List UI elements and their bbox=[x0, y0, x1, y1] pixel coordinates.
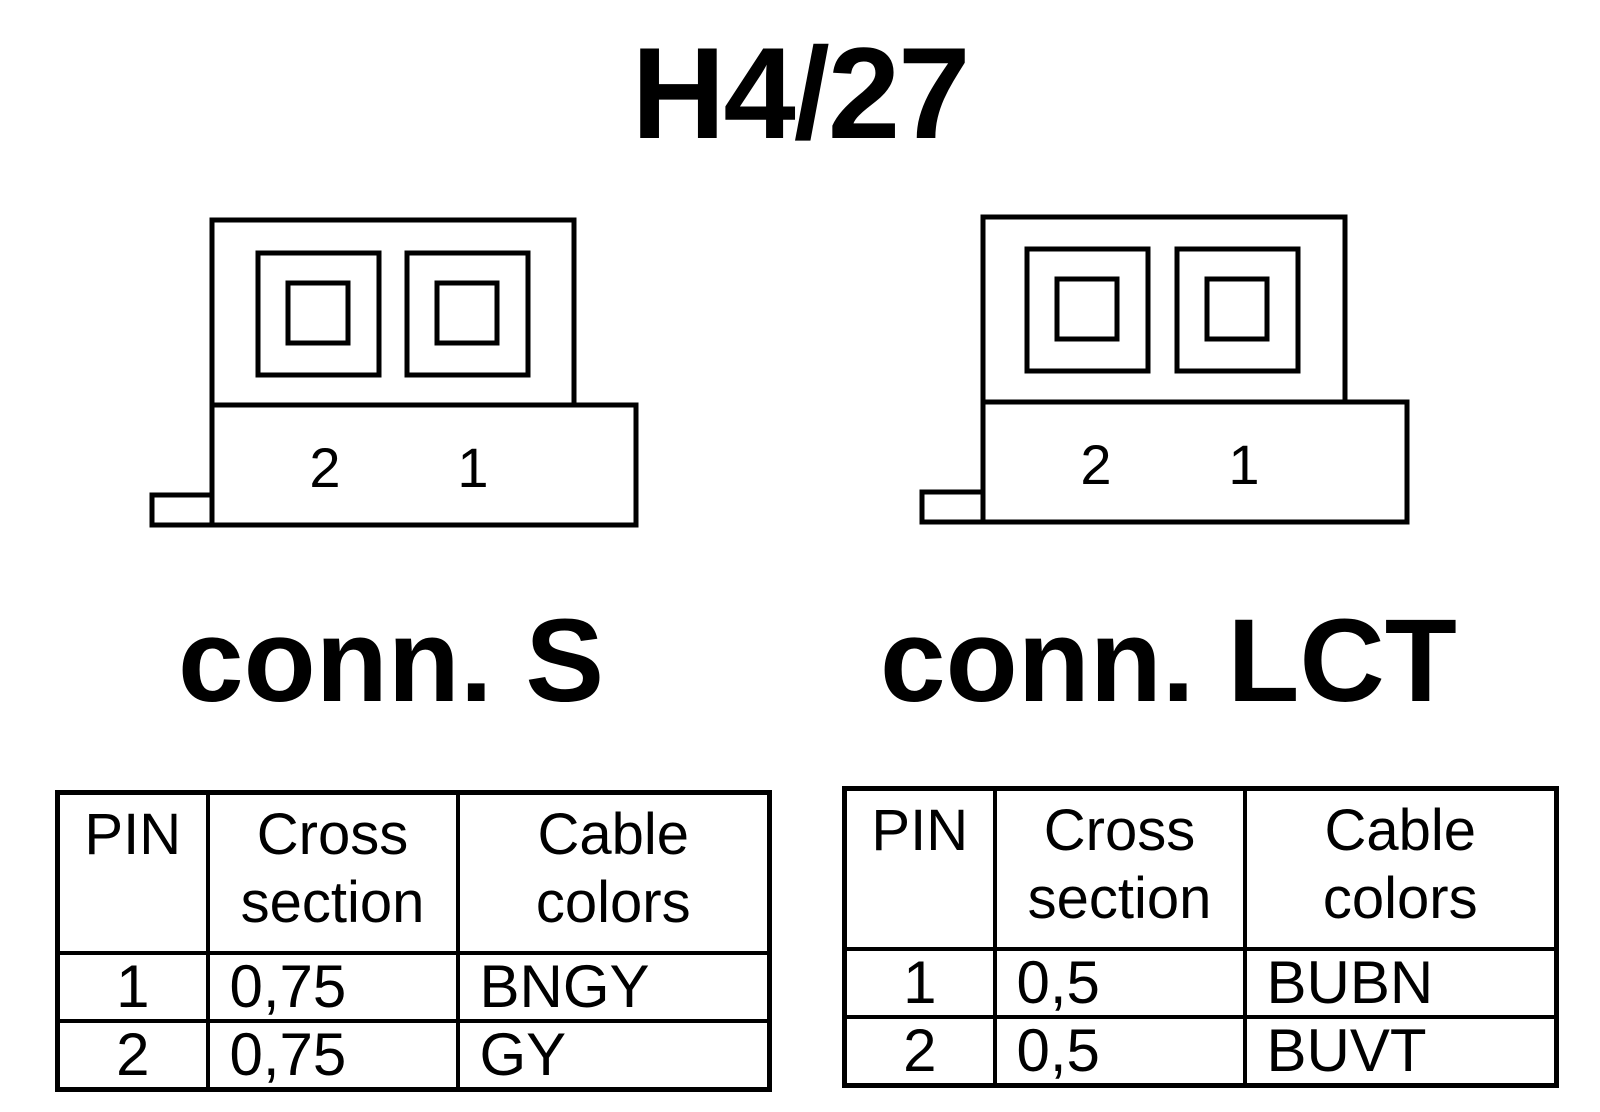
connector-s-latch bbox=[149, 492, 215, 528]
connector-s-drawing: 2 1 bbox=[149, 217, 639, 528]
connector-lct-terminal-1 bbox=[1204, 276, 1270, 342]
connector-lct-housing-base bbox=[980, 399, 1410, 525]
header-pin: PIN bbox=[842, 786, 997, 951]
connector-lct-pin-label-1: 1 bbox=[1228, 433, 1259, 496]
cross-section-cell: 0,75 bbox=[205, 951, 460, 1023]
table-row: 1 0,5 BUBN bbox=[842, 947, 1559, 1019]
connector-s-cavity-2 bbox=[255, 250, 382, 378]
cross-section-cell: 0,5 bbox=[992, 947, 1247, 1019]
connector-s-cavity-1 bbox=[404, 250, 531, 378]
table-row: 1 0,75 BNGY bbox=[55, 951, 772, 1023]
connector-lct-pin-label-2: 2 bbox=[1080, 433, 1111, 496]
cable-color-cell: BUVT bbox=[1242, 1015, 1559, 1088]
diagram-title: H4/27 bbox=[631, 20, 971, 166]
table-row: 2 0,75 GY bbox=[55, 1019, 772, 1092]
connector-s-pin-label-1: 1 bbox=[457, 436, 488, 499]
pin-cell: 2 bbox=[55, 1019, 210, 1092]
connector-lct-latch bbox=[919, 489, 986, 525]
connector-lct-cavity-1 bbox=[1174, 246, 1301, 374]
connector-s-housing-base bbox=[209, 402, 639, 528]
pin-cell: 1 bbox=[842, 947, 997, 1019]
table-row: 2 0,5 BUVT bbox=[842, 1015, 1559, 1088]
connector-s-terminal-1 bbox=[434, 280, 500, 346]
cross-section-cell: 0,5 bbox=[992, 1015, 1247, 1088]
connector-lct-housing-top bbox=[980, 214, 1348, 405]
cable-color-cell: GY bbox=[455, 1019, 772, 1092]
connector-lct-cavity-2 bbox=[1024, 246, 1151, 374]
cross-section-cell: 0,75 bbox=[205, 1019, 460, 1092]
connector-s-pin-label-2: 2 bbox=[309, 436, 340, 499]
header-pin: PIN bbox=[55, 790, 210, 955]
connector-s-terminal-2 bbox=[285, 280, 351, 346]
cable-color-cell: BNGY bbox=[455, 951, 772, 1023]
connector-lct-terminal-2 bbox=[1054, 276, 1120, 342]
connector-lct-drawing: 2 1 bbox=[919, 214, 1410, 525]
pin-cell: 2 bbox=[842, 1015, 997, 1088]
cable-color-cell: BUBN bbox=[1242, 947, 1559, 1019]
connector-lct-label: conn. LCT bbox=[880, 595, 1457, 727]
connector-s-label: conn. S bbox=[178, 595, 605, 727]
pin-cell: 1 bbox=[55, 951, 210, 1023]
